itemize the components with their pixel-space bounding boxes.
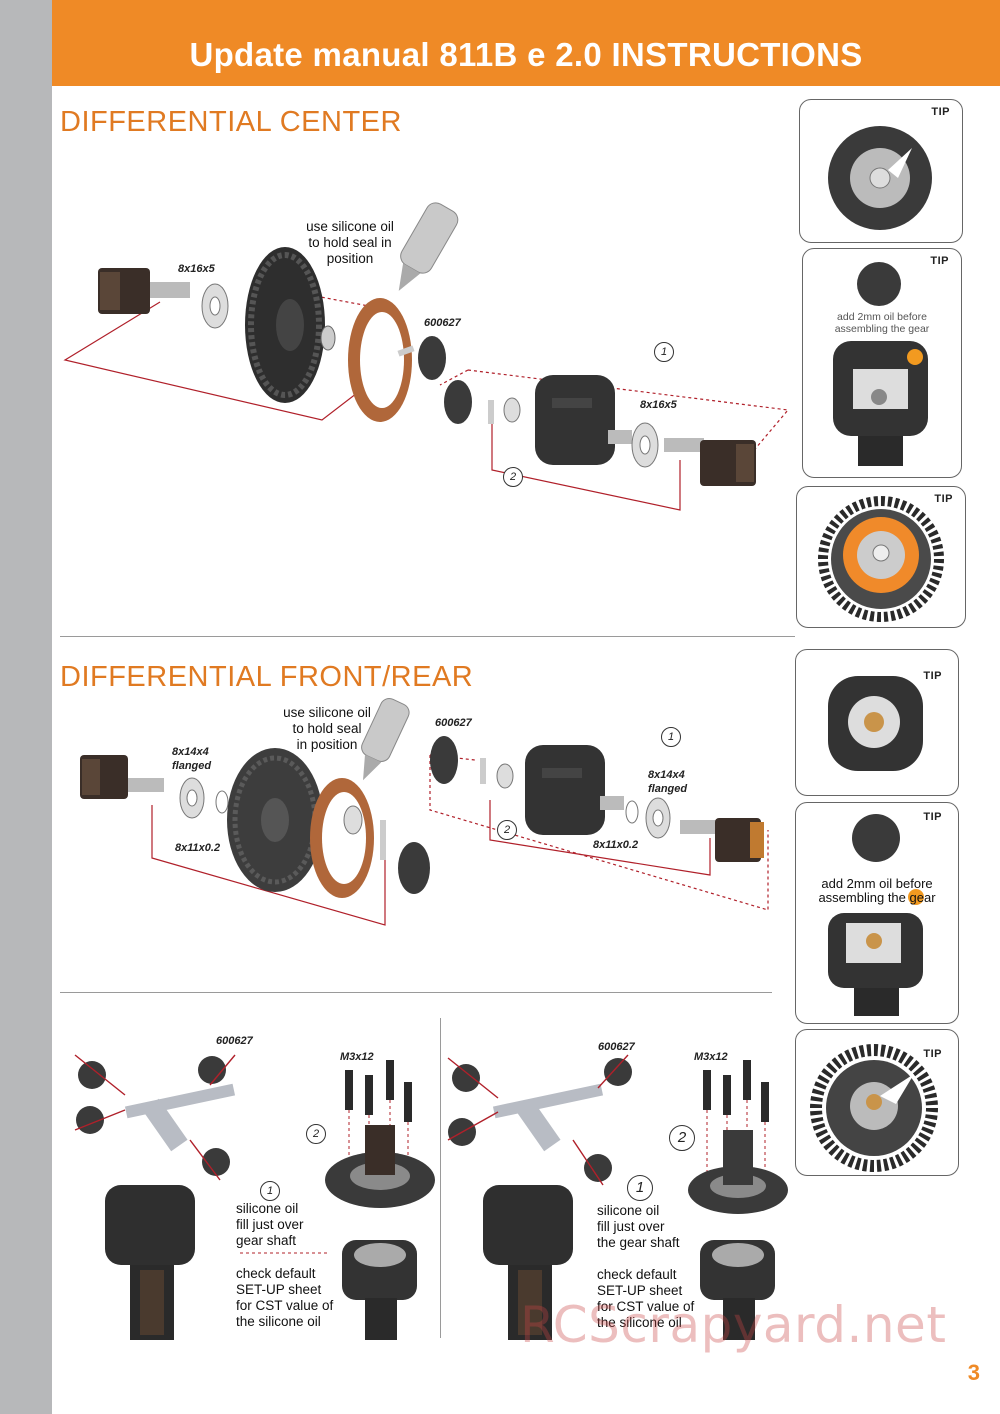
front-rear-oil-note: use silicone oil to hold seal in positio… [262, 705, 392, 753]
note-line: position [326, 251, 374, 266]
note-line: assembling the gear [834, 323, 930, 335]
center-bearing-right-label: 8x16x5 [640, 399, 677, 411]
tip-box-1: TIP [799, 99, 963, 243]
label-line: 8x14x4 [172, 746, 209, 758]
tip-box-5: TIP add 2mm oil before assembling the ge… [795, 802, 959, 1024]
tip-3-illustration [818, 496, 944, 622]
tip-box-4: TIP [795, 649, 959, 796]
note-line: assembling the gear [818, 890, 936, 905]
note-line: for CST value of [597, 1299, 695, 1314]
front-rear-exploded-diagram [80, 697, 769, 926]
tip-label: TIP [923, 670, 942, 682]
center-step-1: 1 [654, 342, 674, 362]
bl-screw-label: M3x12 [340, 1051, 374, 1063]
tip-label: TIP [934, 493, 953, 505]
center-oil-note: use silicone oil to hold seal in positio… [285, 219, 415, 267]
tip-2-note: add 2mm oil before assembling the gear [803, 311, 961, 335]
bl-step-2: 2 [306, 1124, 326, 1144]
center-exploded-diagram [63, 202, 790, 511]
section-divider [60, 992, 772, 993]
center-gear-part-label: 600627 [424, 317, 461, 329]
side-bar [0, 0, 52, 1414]
tip-6-illustration [810, 1044, 938, 1172]
note-line: check default [236, 1266, 316, 1281]
note-line: use silicone oil [306, 219, 394, 234]
center-bearing-left-label: 8x16x5 [178, 263, 215, 275]
tip-box-2: TIP add 2mm oil before assembling the ge… [802, 248, 962, 478]
tip-label: TIP [923, 1048, 942, 1060]
page-number: 3 [967, 1360, 980, 1385]
tip-1-illustration [828, 126, 932, 230]
note-line: the silicone oil [597, 1315, 682, 1330]
note-line: the gear shaft [597, 1235, 680, 1250]
note-line: gear shaft [236, 1233, 297, 1248]
section-title-front-rear: DIFFERENTIAL FRONT/REAR [60, 661, 474, 693]
bl-step-1: 1 [260, 1181, 280, 1201]
tip-5-illustration [828, 814, 924, 1016]
section-divider [60, 636, 795, 637]
fr-shim-left-label: 8x11x0.2 [175, 842, 221, 854]
tip-label: TIP [923, 811, 942, 823]
bl-setup-note: check default SET-UP sheet for CST value… [236, 1266, 361, 1330]
note-line: SET-UP sheet [236, 1282, 322, 1297]
tip-label: TIP [930, 255, 949, 267]
label-line: flanged [648, 783, 688, 795]
note-line: fill just over [236, 1217, 304, 1232]
tip-4-illustration [828, 676, 923, 771]
note-line: use silicone oil [283, 705, 371, 720]
watermark: RCScrapyard.net [520, 1296, 947, 1354]
bl-oil-note: silicone oil fill just over gear shaft [236, 1201, 356, 1249]
note-line: silicone oil [597, 1203, 660, 1218]
bottom-vertical-divider [440, 1018, 441, 1338]
note-line: SET-UP sheet [597, 1283, 683, 1298]
tip-box-3: TIP [796, 486, 966, 628]
br-step-2: 2 [669, 1125, 695, 1151]
note-line: the silicone oil [236, 1314, 321, 1329]
center-step-2: 2 [503, 467, 523, 487]
note-line: to hold seal in [308, 235, 392, 250]
fr-bearing-right-label: 8x14x4 flanged [648, 768, 687, 796]
label-line: 8x14x4 [648, 769, 685, 781]
br-oil-note: silicone oil fill just over the gear sha… [597, 1203, 717, 1251]
header-banner: Update manual 811B e 2.0 INSTRUCTIONS [52, 0, 1000, 86]
br-gear-part-label: 600627 [598, 1041, 635, 1053]
tip-5-note: add 2mm oil before assembling the gear [796, 877, 958, 905]
fr-shim-right-label: 8x11x0.2 [593, 839, 639, 851]
label-line: flanged [172, 760, 212, 772]
bottom-right-assembly-diagram [447, 1054, 788, 1340]
note-line: silicone oil [236, 1201, 299, 1216]
fr-gear-part-label: 600627 [435, 717, 472, 729]
br-setup-note: check default SET-UP sheet for CST value… [597, 1267, 722, 1331]
note-line: check default [597, 1267, 677, 1282]
section-title-center: DIFFERENTIAL CENTER [60, 106, 402, 138]
fr-step-1: 1 [661, 727, 681, 747]
note-line: in position [296, 737, 358, 752]
bl-gear-part-label: 600627 [216, 1035, 253, 1047]
note-line: add 2mm oil before [837, 311, 927, 323]
note-line: fill just over [597, 1219, 665, 1234]
tip-box-6: TIP [795, 1029, 959, 1176]
note-line: for CST value of [236, 1298, 334, 1313]
page-title: Update manual 811B e 2.0 INSTRUCTIONS [189, 36, 863, 73]
bottom-left-assembly-diagram [74, 1054, 435, 1340]
note-line: add 2mm oil before [821, 876, 933, 891]
br-screw-label: M3x12 [694, 1051, 728, 1063]
br-step-1: 1 [627, 1175, 653, 1201]
note-line: to hold seal [292, 721, 362, 736]
tip-2-illustration [833, 262, 928, 466]
fr-bearing-left-label: 8x14x4 flanged [172, 745, 211, 773]
fr-step-2: 2 [497, 820, 517, 840]
tip-label: TIP [931, 106, 950, 118]
